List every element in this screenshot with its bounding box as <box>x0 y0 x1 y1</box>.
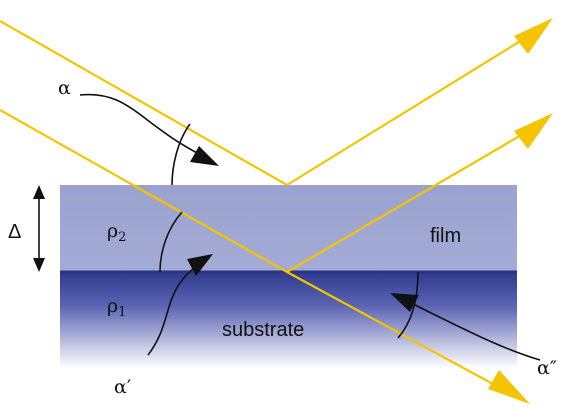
pointer-curves <box>79 93 541 361</box>
incident-ray-1 <box>0 20 288 186</box>
label-alpha: α <box>58 77 71 99</box>
arc-alpha <box>171 123 191 186</box>
rho2-symbol: ρ <box>107 220 118 242</box>
label-alpha-double-prime: α″ <box>537 357 557 379</box>
label-rho2: ρ2 <box>107 220 126 245</box>
thickness-indicator <box>33 185 45 272</box>
pointer-alpha <box>79 93 206 158</box>
label-delta: Δ <box>8 221 21 243</box>
label-substrate: substrate <box>222 319 304 341</box>
rho1-subscript: 1 <box>118 305 126 320</box>
pointer-alpha-prime <box>147 261 203 356</box>
rho2-subscript: 2 <box>118 230 126 245</box>
pointer-arrowheads <box>187 146 419 312</box>
reflected-ray-1 <box>286 31 536 186</box>
incident-ray-2 <box>0 109 288 273</box>
reflected-ray-2 <box>286 126 536 273</box>
pointer-head-alpha-prime <box>187 254 213 276</box>
angle-arcs <box>159 123 419 339</box>
arrowhead-middle <box>514 113 553 149</box>
label-rho1: ρ1 <box>107 295 126 320</box>
label-alpha-prime: α′ <box>114 376 131 398</box>
rho1-symbol: ρ <box>107 295 118 317</box>
arc-alpha-double-prime <box>397 271 419 339</box>
label-film: film <box>430 225 461 247</box>
pointer-head-alpha-double-prime <box>390 293 419 312</box>
arc-alpha-prime <box>159 211 183 273</box>
arrowhead-upper <box>514 18 553 54</box>
film-layer <box>60 185 517 272</box>
ray-arrowheads <box>488 18 553 404</box>
arrowhead-lower <box>488 370 530 404</box>
substrate-layer <box>60 272 517 368</box>
pointer-alpha-double-prime <box>404 299 541 361</box>
pointer-head-alpha <box>190 146 219 166</box>
